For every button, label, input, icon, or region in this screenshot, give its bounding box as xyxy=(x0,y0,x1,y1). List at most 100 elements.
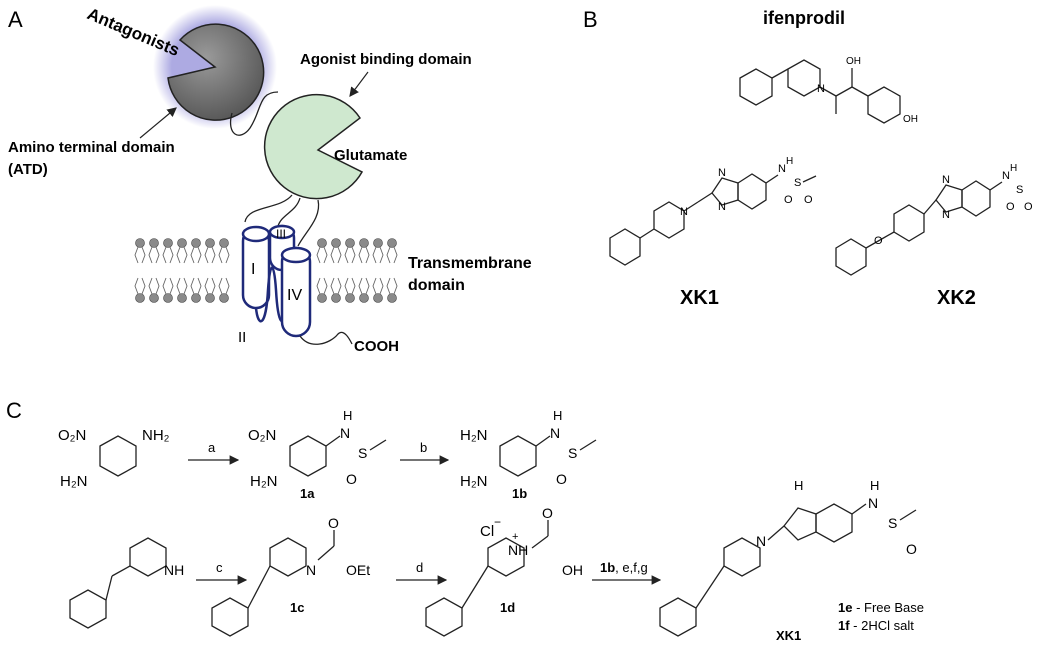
lipid-head xyxy=(359,293,369,303)
c1d-ch2 xyxy=(531,535,549,549)
xk1p-benzo xyxy=(815,503,853,543)
lipid-tail xyxy=(204,246,216,264)
c1b-methyl xyxy=(579,439,597,451)
agonist-arrow xyxy=(349,71,369,97)
helix-iv-top xyxy=(280,246,312,264)
loop-abd-left xyxy=(244,194,293,223)
xk1p-s: S xyxy=(888,515,897,531)
label-1a: 1a xyxy=(300,486,315,501)
xk2-n-im1: N xyxy=(942,174,950,186)
reagent-d: d xyxy=(416,560,423,575)
c1c-piperidine xyxy=(269,537,307,577)
lipid-tail xyxy=(204,277,216,295)
note-1e: 1e - Free Base xyxy=(838,600,924,615)
xk1-label: XK1 xyxy=(680,287,719,309)
xk1p-n: N xyxy=(868,495,878,511)
xk1-n-im1: N xyxy=(718,167,726,179)
panel-letter-c: C xyxy=(6,398,22,423)
lipid-tail xyxy=(316,246,328,264)
lipid-head xyxy=(205,238,215,248)
panel-letter-b: B xyxy=(583,7,598,32)
c1b-s: S xyxy=(568,445,577,461)
loop-abd-mid xyxy=(277,197,301,227)
bp-link xyxy=(105,575,113,601)
c1c-n: N xyxy=(306,562,316,578)
xk2-s: S xyxy=(1016,184,1023,196)
agonist-binding-label: Agonist binding domain xyxy=(300,51,472,68)
lipid-tail xyxy=(386,246,398,264)
xk1-o1: O xyxy=(784,194,793,206)
atd-label: Amino terminal domain xyxy=(8,139,175,156)
c1c-link xyxy=(247,565,271,609)
reagent-1b: 1b xyxy=(600,560,615,575)
xk1-n-im2: N xyxy=(718,201,726,213)
xk1-s: S xyxy=(794,177,801,189)
sm1-ring xyxy=(99,435,137,477)
sm1-o2n: O₂N xyxy=(58,427,86,444)
ifenprodil-structure xyxy=(739,59,901,124)
agonist-sphere xyxy=(263,93,364,200)
xk1p-imidazole xyxy=(783,507,817,541)
c1c-phenyl xyxy=(211,597,249,637)
c1d-nh: NH xyxy=(508,542,528,558)
lipid-head xyxy=(149,238,159,248)
lipid-head xyxy=(191,238,201,248)
lipid-tail xyxy=(162,246,174,264)
lipid-head xyxy=(387,238,397,248)
lipid-tail xyxy=(190,277,202,295)
lipid-head xyxy=(219,293,229,303)
note-1e-text: - Free Base xyxy=(852,600,924,615)
sm1-h2n: H₂N xyxy=(60,473,88,490)
panel-letter-a: A xyxy=(8,7,23,32)
lipid-tail xyxy=(358,246,370,264)
antagonist-sphere xyxy=(167,23,265,121)
c1c-ch2 xyxy=(317,545,335,561)
c1c-oet: OEt xyxy=(346,562,370,578)
lipid-head xyxy=(191,293,201,303)
lipid-head xyxy=(149,293,159,303)
label-1b: 1b xyxy=(512,486,527,501)
ifen-n: N xyxy=(817,83,825,95)
xk1p-sulf-bond xyxy=(851,503,867,515)
note-1f-text: - 2HCl salt xyxy=(850,618,915,633)
bp-piperidine xyxy=(129,537,167,577)
lipid-tail xyxy=(330,277,342,295)
xk1p-phenyl xyxy=(659,597,697,637)
lipid-bilayer xyxy=(134,238,398,303)
reagent-a: a xyxy=(208,440,216,455)
c1d-o: O xyxy=(542,505,553,521)
helix-iv-label: IV xyxy=(287,287,302,304)
c1d-phenyl xyxy=(425,597,463,637)
lipid-tail xyxy=(386,277,398,295)
reagent-efg: 1b, e,f,g xyxy=(600,560,648,575)
lipid-tail xyxy=(372,277,384,295)
xk1-nh-n: N xyxy=(778,163,786,175)
c1a-o: O xyxy=(346,471,357,487)
lipid-tail xyxy=(134,277,146,295)
xk2-nh-h: H xyxy=(1010,163,1017,174)
helix-ii-label: II xyxy=(238,329,246,346)
c1d-piperidine xyxy=(487,537,525,577)
lipid-tail xyxy=(344,277,356,295)
c1d-oh: OH xyxy=(562,562,583,578)
xk1p-methyl xyxy=(899,509,917,521)
label-1d: 1d xyxy=(500,600,515,615)
c1a-h: H xyxy=(343,408,352,423)
c-terminal-tail xyxy=(299,331,353,345)
lipid-head xyxy=(219,238,229,248)
ifen-oh2: OH xyxy=(903,114,918,125)
lipid-tail xyxy=(316,277,328,295)
xk1-nh-h: H xyxy=(786,156,793,167)
c1a-o2n: O₂N xyxy=(248,427,276,444)
lipid-tail xyxy=(218,246,230,264)
bp-ch2 xyxy=(111,565,131,577)
ifenprodil-title: ifenprodil xyxy=(763,8,845,28)
lipid-tail xyxy=(344,246,356,264)
lipid-tail xyxy=(372,246,384,264)
lipid-tail xyxy=(176,277,188,295)
atd-arrow xyxy=(139,107,177,139)
xk1p-nh-top: H xyxy=(794,478,803,493)
bp-nh: NH xyxy=(164,562,184,578)
c1b-h: H xyxy=(553,408,562,423)
